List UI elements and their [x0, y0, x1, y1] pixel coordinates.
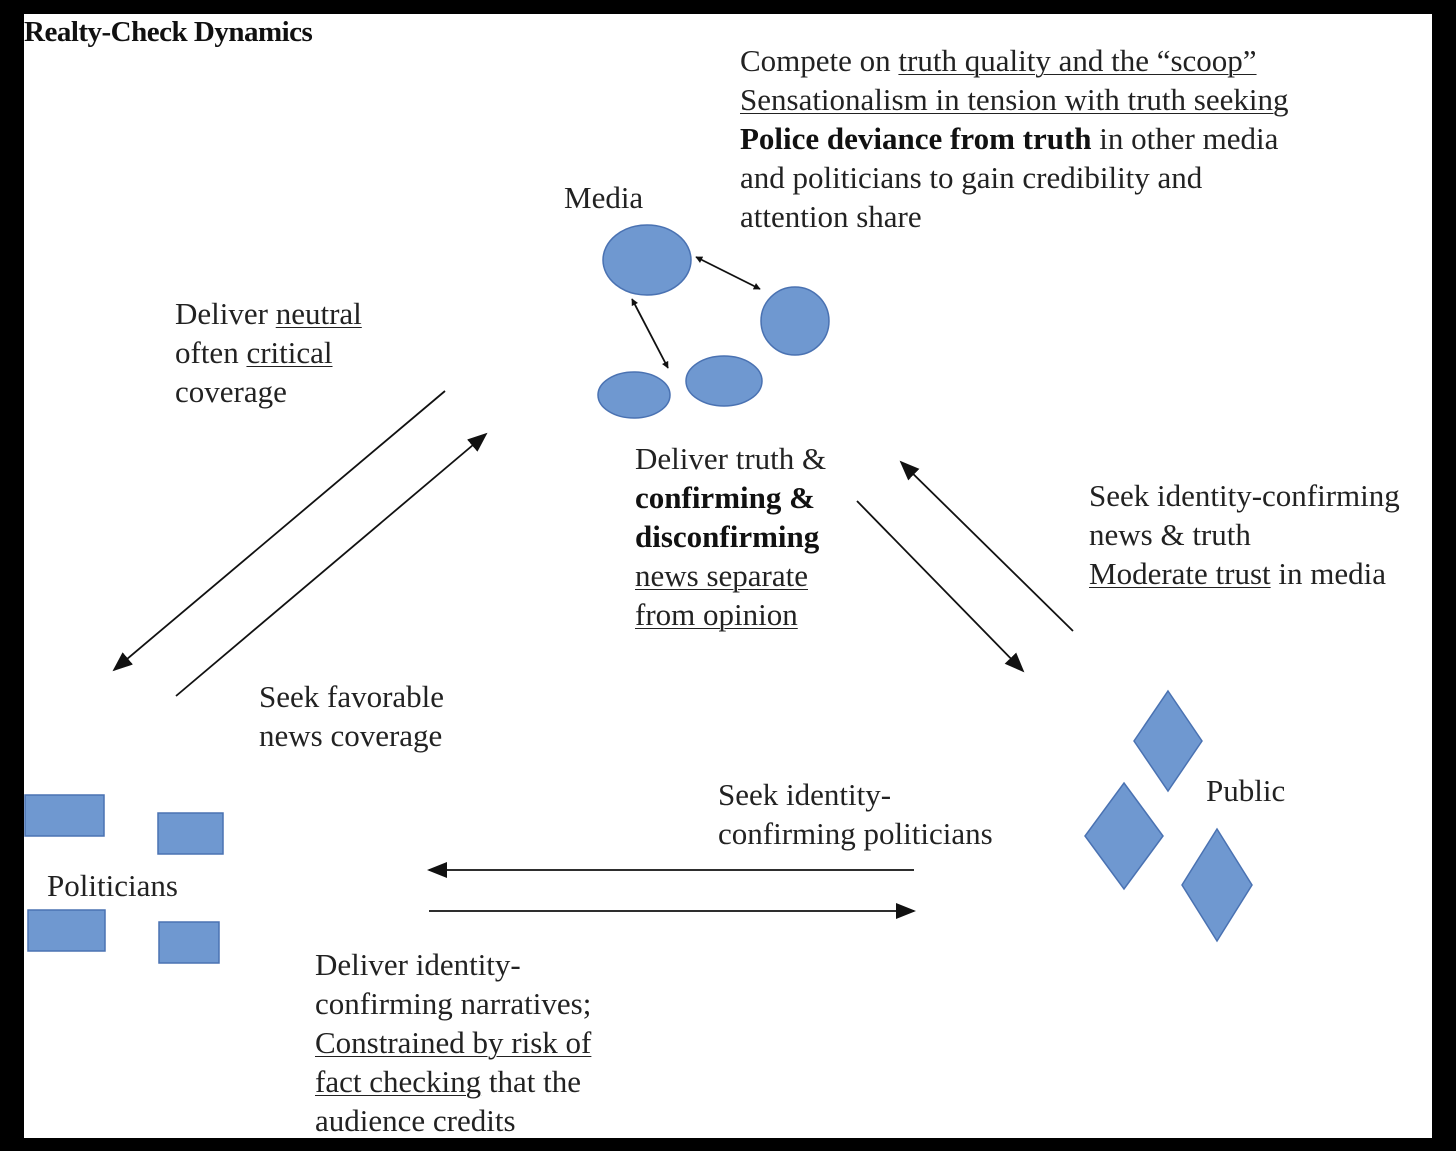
media-to-politicians-line-2-underlined: critical: [246, 335, 333, 370]
public-to-politicians-line-2: confirming politicians: [718, 816, 993, 851]
public-node-3: [1181, 827, 1253, 943]
politicians-label: Politicians: [47, 868, 178, 903]
public-to-media-line-2: news & truth: [1089, 517, 1251, 552]
politicians-to-public-line-4: fact checking that the: [315, 1062, 591, 1101]
politicians-to-media-note: Seek favorable news coverage: [259, 677, 444, 755]
politicians-to-public-line-1: Deliver identity-: [315, 947, 521, 982]
media-to-politicians-line-2: often critical: [175, 333, 362, 372]
public-to-media-note: Seek identity-confirming news & truth Mo…: [1089, 476, 1400, 593]
media-node-2: [760, 286, 830, 356]
public-to-media-line-3-text: in media: [1270, 556, 1386, 591]
politicians-to-public-line-4-text: that the: [481, 1064, 581, 1099]
politicians-to-media-line-1: Seek favorable: [259, 679, 445, 714]
public-to-media-line-3: Moderate trust in media: [1089, 554, 1400, 593]
media-to-politicians-line-1-text: Deliver: [175, 296, 276, 331]
media-to-politicians-line-1: Deliver neutral: [175, 294, 362, 333]
media-traits-line-1: Compete on truth quality and the “scoop”: [740, 41, 1288, 80]
media-to-public-line-4: news separate: [635, 558, 808, 593]
media-traits-note: Compete on truth quality and the “scoop”…: [740, 41, 1288, 236]
diagram-canvas: Realty-Check Dynamics Media Politicians …: [24, 14, 1432, 1138]
media-traits-line-1-underlined: truth quality and the “scoop”: [898, 43, 1257, 78]
politicians-to-public-line-4-underlined: fact checking: [315, 1064, 482, 1099]
arrow-media-to-politicians: [112, 390, 446, 672]
public-label: Public: [1206, 773, 1286, 808]
arrow-public-to-media: [899, 460, 1074, 632]
politician-node-3: [27, 909, 106, 952]
politicians-to-public-note: Deliver identity- confirming narratives;…: [315, 945, 591, 1138]
diagram-shapes: [24, 224, 1253, 964]
media-traits-line-4: and politicians to gain credibility and: [740, 160, 1203, 195]
arrow-politicians-to-media: [175, 432, 488, 697]
media-to-public-line-1: Deliver truth &: [635, 441, 827, 476]
media-link-arrow-a: [695, 256, 761, 290]
public-cluster: [1084, 689, 1253, 943]
arrow-media-to-public: [856, 500, 1025, 673]
media-traits-line-1-text: Compete on: [740, 43, 899, 78]
politicians-to-public-line-3: Constrained by risk of: [315, 1025, 592, 1060]
media-traits-line-2: Sensationalism in tension with truth see…: [740, 82, 1289, 117]
politician-node-2: [157, 812, 224, 855]
media-to-public-line-5: from opinion: [635, 597, 798, 632]
politicians-to-media-line-2: news coverage: [259, 718, 443, 753]
public-to-politicians-note: Seek identity- confirming politicians: [718, 775, 993, 853]
public-to-politicians-line-1: Seek identity-: [718, 777, 892, 812]
media-traits-line-5: attention share: [740, 199, 922, 234]
media-to-public-line-2: confirming &: [635, 480, 815, 515]
politicians-to-public-line-5: audience credits: [315, 1103, 516, 1138]
media-to-politicians-note: Deliver neutral often critical coverage: [175, 294, 362, 411]
public-node-1: [1133, 689, 1203, 793]
politicians-cluster: [24, 794, 224, 964]
media-to-politicians-line-3: coverage: [175, 374, 287, 409]
media-traits-line-3: Police deviance from truth in other medi…: [740, 119, 1288, 158]
media-to-public-note: Deliver truth & confirming & disconfirmi…: [635, 439, 826, 634]
diagram-title: Realty-Check Dynamics: [24, 16, 313, 48]
public-to-media-line-3-underlined: Moderate trust: [1089, 556, 1271, 591]
media-label: Media: [564, 180, 644, 215]
politician-node-4: [158, 921, 220, 964]
public-to-media-line-1: Seek identity-confirming: [1089, 478, 1400, 513]
media-node-3: [685, 355, 763, 407]
politician-node-1: [24, 794, 105, 837]
media-to-politicians-line-1-underlined: neutral: [275, 296, 362, 331]
media-traits-line-3-text: in other media: [1091, 121, 1279, 156]
media-node-1: [602, 224, 692, 296]
public-node-2: [1084, 781, 1164, 891]
media-node-4: [597, 371, 671, 419]
media-link-arrow-b: [631, 298, 669, 369]
media-traits-line-3-bold: Police deviance from truth: [740, 121, 1092, 156]
media-to-public-line-3: disconfirming: [635, 519, 820, 554]
media-to-politicians-line-2-text: often: [175, 335, 247, 370]
media-cluster: [597, 224, 830, 419]
politicians-to-public-line-2: confirming narratives;: [315, 986, 592, 1021]
